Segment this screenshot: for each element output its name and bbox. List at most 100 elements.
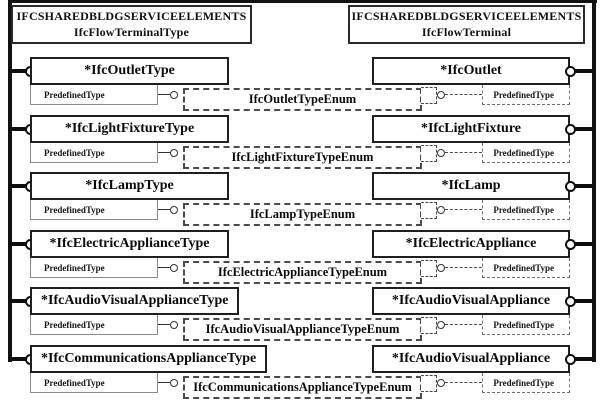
attribute-row-left: PredefinedType [30,373,158,393]
attribute-label: PredefinedType [44,319,105,330]
supertype-rail-top [8,0,597,3]
subtype-line-right [574,127,593,131]
attribute-row-right: PredefinedType [482,373,570,393]
enum-type-name: IfcLampTypeEnum [249,207,356,221]
optional-circle-right-icon [437,321,445,329]
subtype-line-left [10,357,26,361]
diagram-row: *IfcLightFixtureType PredefinedType IfcL… [0,115,600,172]
attribute-label: PredefinedType [44,89,105,100]
entity-box-occurrence: *IfcAudioVisualAppliance [372,345,570,373]
attribute-label: PredefinedType [44,262,105,273]
diagram-row: *IfcElectricApplianceType PredefinedType… [0,230,600,287]
attribute-label: PredefinedType [493,147,554,158]
attribute-line-left [158,209,170,210]
attribute-row-left: PredefinedType [30,200,158,220]
enum-type-box: IfcLightFixtureTypeEnum [183,146,422,169]
optional-circle-left-icon [170,206,178,214]
schema-name-right: IFCSHAREDBLDGSERVICEELEMENTS [351,8,582,23]
entity-occurrence-name: *IfcAudioVisualAppliance [391,293,551,308]
enum-type-name: IfcCommunicationsApplianceTypeEnum [193,380,412,394]
subtype-line-right [574,69,593,73]
enum-type-box: IfcElectricApplianceTypeEnum [183,261,422,284]
attribute-line-left [158,94,170,95]
entity-box-occurrence: *IfcElectricAppliance [372,230,570,258]
optional-circle-right-icon [437,264,445,272]
entity-box-type: *IfcAudioVisualApplianceType [30,287,240,315]
entity-box-occurrence: *IfcAudioVisualAppliance [372,287,570,315]
entity-box-type: *IfcCommunicationsApplianceType [30,345,268,373]
attribute-label: PredefinedType [44,204,105,215]
entity-type-name: *IfcElectricApplianceType [49,236,210,251]
entity-type-name: *IfcAudioVisualApplianceType [41,293,229,308]
enum-type-name: IfcElectricApplianceTypeEnum [217,265,388,279]
subtype-line-right [574,184,593,188]
optional-circle-left-icon [170,321,178,329]
page-ref-bracket-icon [421,260,437,277]
attribute-row-left: PredefinedType [30,143,158,163]
page-ref-bracket-icon [421,145,437,162]
enum-type-name: IfcAudioVisualApplianceTypeEnum [205,322,400,336]
entity-box-type: *IfcOutletType [30,57,229,85]
entity-name-left-header: IfcFlowTerminalType [73,24,190,39]
supertype-rail-left [8,0,12,362]
subtype-line-right [574,357,593,361]
diagram-row: *IfcAudioVisualApplianceType PredefinedT… [0,287,600,344]
page-ref-bracket-icon [421,375,437,392]
attribute-row-right: PredefinedType [482,258,570,278]
attribute-line-right [445,382,482,383]
optional-circle-right-icon [437,206,445,214]
attribute-row-right: PredefinedType [482,315,570,335]
optional-circle-right-icon [437,149,445,157]
entity-box-type: *IfcElectricApplianceType [30,230,229,258]
attribute-line-left [158,324,170,325]
entity-occurrence-name: *IfcElectricAppliance [405,236,537,251]
subtype-line-left [10,242,26,246]
subtype-line-left [10,127,26,131]
subtype-line-left [10,184,26,188]
attribute-line-right [445,324,482,325]
attribute-label: PredefinedType [493,204,554,215]
attribute-label: PredefinedType [493,89,554,100]
page-ref-bracket-icon [421,87,437,104]
enum-type-box: IfcCommunicationsApplianceTypeEnum [183,376,422,399]
optional-circle-right-icon [437,91,445,99]
entity-type-name: *IfcLightFixtureType [64,121,195,136]
optional-circle-left-icon [170,379,178,387]
page-ref-bracket-icon [421,202,437,219]
entity-box-occurrence: *IfcOutlet [372,57,570,85]
enum-type-box: IfcAudioVisualApplianceTypeEnum [183,318,422,341]
enum-type-box: IfcOutletTypeEnum [183,88,422,111]
subtype-line-left [10,69,26,73]
subtype-line-left [10,299,26,303]
attribute-line-left [158,382,170,383]
attribute-label: PredefinedType [44,147,105,158]
optional-circle-left-icon [170,149,178,157]
attribute-row-right: PredefinedType [482,200,570,220]
entity-occurrence-name: *IfcLamp [441,178,501,193]
enum-type-name: IfcLightFixtureTypeEnum [231,150,374,164]
attribute-line-left [158,267,170,268]
attribute-row-left: PredefinedType [30,258,158,278]
entity-occurrence-name: *IfcAudioVisualAppliance [391,351,551,366]
attribute-line-right [445,209,482,210]
entity-type-name: *IfcCommunicationsApplianceType [41,351,257,366]
attribute-label: PredefinedType [44,377,105,388]
entity-type-name: *IfcLampType [85,178,174,193]
attribute-line-right [445,152,482,153]
attribute-label: PredefinedType [493,262,554,273]
diagram-row: *IfcLampType PredefinedType IfcLampTypeE… [0,172,600,229]
schema-header-right: IFCSHAREDBLDGSERVICEELEMENTS IfcFlowTerm… [348,5,585,44]
subtype-line-right [574,299,593,303]
optional-circle-left-icon [170,264,178,272]
attribute-row-right: PredefinedType [482,85,570,105]
entity-box-type: *IfcLightFixtureType [30,115,229,143]
enum-type-box: IfcLampTypeEnum [183,203,422,226]
schema-name-left: IFCSHAREDBLDGSERVICEELEMENTS [16,8,247,23]
diagram-row: *IfcOutletType PredefinedType IfcOutletT… [0,57,600,114]
supertype-rail-right [592,0,596,362]
attribute-label: PredefinedType [493,319,554,330]
attribute-line-left [158,152,170,153]
optional-circle-right-icon [437,379,445,387]
entity-box-occurrence: *IfcLightFixture [372,115,570,143]
